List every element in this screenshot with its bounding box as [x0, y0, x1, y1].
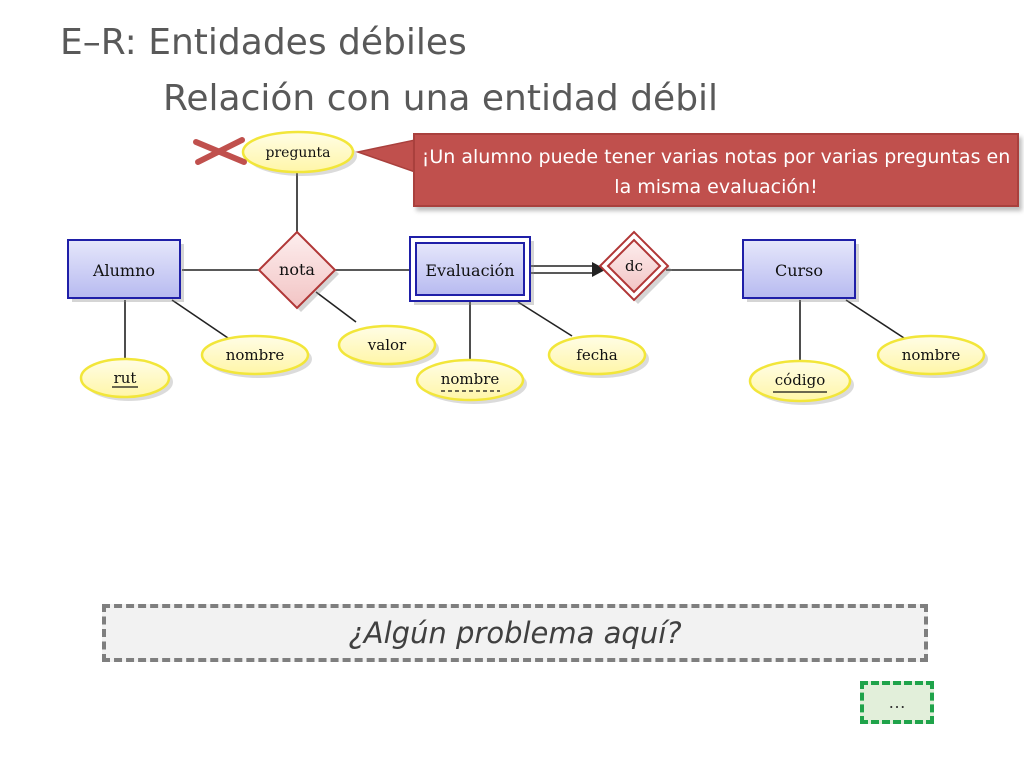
attribute-fecha: fecha	[547, 334, 649, 378]
callout-pointer	[355, 139, 416, 174]
entity-label: Curso	[775, 261, 823, 280]
attribute-label: pregunta	[266, 145, 331, 161]
more-button[interactable]: …	[860, 681, 934, 724]
attribute-nombre-curso: nombre	[876, 334, 988, 378]
callout-note: ¡Un alumno puede tener varias notas por …	[413, 133, 1019, 207]
attribute-codigo: código	[748, 359, 854, 405]
callout-text: ¡Un alumno puede tener varias notas por …	[421, 146, 1011, 198]
identifying-arrow	[530, 262, 606, 277]
relationship-label: nota	[279, 260, 315, 279]
attribute-label: nombre	[226, 346, 285, 364]
attribute-label: valor	[367, 336, 407, 354]
line-curso-nombre	[845, 299, 905, 339]
entity-evaluacion: Evaluación	[409, 236, 534, 305]
cross-out-icon	[193, 137, 247, 165]
relationship-nota: nota	[257, 230, 339, 312]
attribute-label: fecha	[576, 346, 617, 364]
question-text: ¿Algún problema aquí?	[348, 616, 682, 650]
entity-curso: Curso	[742, 239, 859, 302]
entity-label: Evaluación	[425, 261, 514, 280]
attribute-nombre-alumno: nombre	[200, 334, 312, 378]
attribute-label: código	[775, 371, 825, 389]
line-alumno-nombre	[171, 299, 229, 339]
attribute-valor: valor	[337, 324, 439, 368]
entity-alumno: Alumno	[67, 239, 184, 302]
attribute-rut: rut	[79, 357, 173, 401]
relationship-dc: dc	[598, 230, 672, 304]
question-box: ¿Algún problema aquí?	[102, 604, 928, 662]
attribute-label: rut	[114, 369, 137, 387]
relationship-label: dc	[625, 257, 643, 275]
slide-title: E–R: Entidades débiles	[60, 22, 467, 63]
slide-subtitle: Relación con una entidad débil	[163, 78, 719, 119]
attribute-label: nombre	[902, 346, 961, 364]
line-nota-valor	[315, 291, 357, 323]
connectors	[124, 172, 905, 362]
er-diagram: Alumno Evaluación Curso nota dc pregunta…	[67, 130, 988, 405]
attribute-label: nombre	[441, 370, 500, 388]
attribute-pregunta: pregunta	[241, 130, 357, 176]
attribute-nombre-evaluacion: nombre	[415, 358, 527, 404]
entity-label: Alumno	[92, 261, 155, 280]
line-evaluacion-fecha	[517, 301, 573, 337]
